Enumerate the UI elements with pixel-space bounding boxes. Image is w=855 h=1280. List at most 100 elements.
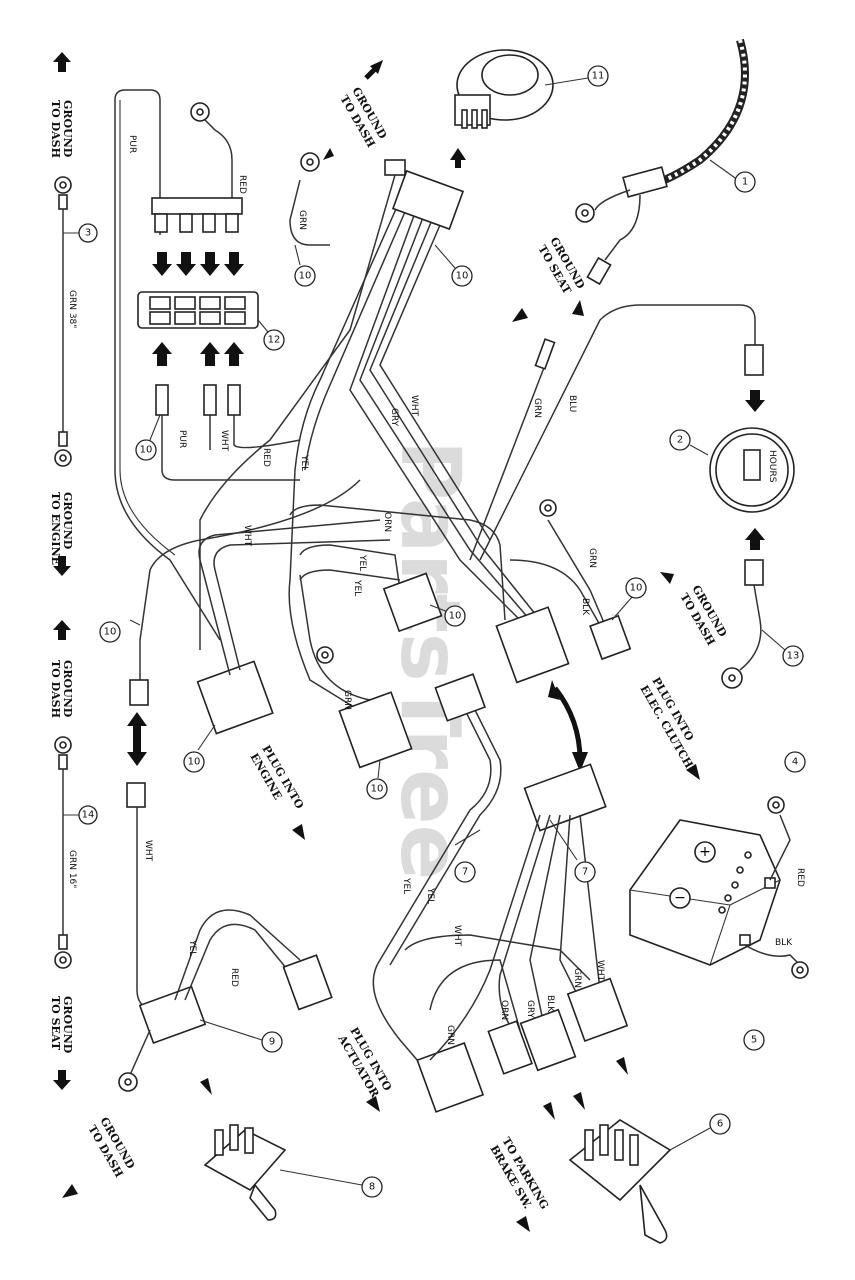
toggle-switch-6 bbox=[568, 1119, 711, 1244]
svg-text:10: 10 bbox=[449, 611, 462, 622]
arrow-up-icon bbox=[53, 52, 71, 72]
label-plug-engine: PLUG INTO ENGINE bbox=[247, 743, 306, 840]
arrow-up-icon bbox=[53, 620, 71, 640]
svg-text:13: 13 bbox=[787, 651, 800, 662]
svg-text:GROUND: GROUND bbox=[61, 492, 74, 550]
watermark: PartsTree bbox=[382, 440, 477, 880]
callout-10-e: 10 bbox=[429, 604, 466, 627]
svg-text:YEL: YEL bbox=[352, 579, 362, 596]
main-harness bbox=[114, 89, 764, 1113]
svg-text:WHT: WHT bbox=[595, 960, 605, 982]
callout-10-d: 10 bbox=[99, 619, 141, 643]
callout-11: 11 bbox=[544, 65, 609, 87]
svg-text:BLK: BLK bbox=[545, 995, 555, 1013]
label-plug-actuator: PLUG INTO ACTUATOR bbox=[335, 1025, 394, 1112]
svg-text:10: 10 bbox=[630, 583, 643, 594]
svg-text:TO SEAT: TO SEAT bbox=[49, 996, 62, 1051]
svg-text:3: 3 bbox=[85, 228, 91, 239]
svg-text:HOURS: HOURS bbox=[767, 450, 777, 483]
callout-2: 2 bbox=[669, 429, 691, 451]
wire-labels: PUR RED GRN PUR WHT RED YEL WHT GRY WHT … bbox=[127, 135, 805, 1045]
svg-text:8: 8 bbox=[369, 1182, 375, 1193]
svg-text:7: 7 bbox=[582, 867, 588, 878]
svg-text:12: 12 bbox=[268, 335, 281, 346]
svg-text:WHT: WHT bbox=[219, 430, 229, 452]
svg-text:RED: RED bbox=[261, 448, 271, 467]
svg-text:WHT: WHT bbox=[143, 840, 153, 862]
svg-text:RED: RED bbox=[795, 868, 805, 887]
callout-10-a: 10 bbox=[294, 244, 316, 287]
svg-text:GRY: GRY bbox=[389, 408, 399, 427]
svg-text:GRN: GRN bbox=[297, 210, 307, 230]
left-ground-to-seat: GROUND TO SEAT bbox=[49, 996, 74, 1090]
svg-text:GRN: GRN bbox=[532, 398, 542, 418]
svg-text:ORN: ORN bbox=[382, 512, 392, 532]
svg-text:YEL: YEL bbox=[187, 939, 197, 956]
svg-text:10: 10 bbox=[456, 271, 469, 282]
callout-14: 14 bbox=[78, 805, 98, 825]
svg-text:10: 10 bbox=[188, 757, 201, 768]
svg-text:RED: RED bbox=[229, 968, 239, 987]
callout-10-g: 10 bbox=[366, 759, 388, 800]
svg-text:PUR: PUR bbox=[127, 135, 137, 153]
svg-text:11: 11 bbox=[592, 71, 605, 82]
svg-text:GRN: GRN bbox=[342, 690, 352, 710]
callout-7a: 7 bbox=[454, 829, 481, 883]
callout-8: 8 bbox=[361, 1176, 383, 1198]
svg-text:PUR: PUR bbox=[177, 430, 187, 448]
svg-text:WHT: WHT bbox=[452, 925, 462, 947]
callout-10-f: 10 bbox=[183, 724, 216, 773]
svg-text:TO DASH: TO DASH bbox=[49, 100, 62, 158]
arrow-down-icon bbox=[53, 556, 71, 576]
rocker-switch-8 bbox=[203, 1124, 363, 1221]
svg-text:5: 5 bbox=[751, 1035, 757, 1046]
svg-text:GROUND: GROUND bbox=[61, 996, 74, 1054]
svg-text:1: 1 bbox=[742, 177, 748, 188]
callout-6: 6 bbox=[709, 1113, 731, 1135]
svg-text:GROUND: GROUND bbox=[61, 100, 74, 158]
battery: + − bbox=[629, 796, 809, 979]
svg-text:4: 4 bbox=[792, 757, 798, 768]
svg-text:BLU: BLU bbox=[567, 395, 577, 412]
callout-5: 5 bbox=[743, 1029, 765, 1051]
svg-text:RED: RED bbox=[237, 175, 247, 194]
svg-text:TO DASH: TO DASH bbox=[49, 660, 62, 718]
callout-1: 1 bbox=[734, 171, 756, 193]
svg-text:−: − bbox=[674, 890, 686, 906]
arrow-down-icon bbox=[53, 1070, 71, 1090]
svg-text:GRN 16": GRN 16" bbox=[67, 850, 77, 888]
svg-text:WHT: WHT bbox=[409, 395, 419, 417]
svg-text:GRN 38": GRN 38" bbox=[67, 290, 77, 328]
callout-3: 3 bbox=[78, 223, 98, 243]
svg-text:+: + bbox=[699, 844, 711, 860]
svg-text:GROUND: GROUND bbox=[61, 660, 74, 718]
svg-text:WHT: WHT bbox=[242, 525, 252, 547]
svg-text:GRN: GRN bbox=[572, 968, 582, 988]
ground-cable-14: GRN 16" bbox=[54, 736, 80, 969]
callout-7b: 7 bbox=[549, 819, 596, 883]
label-plug-clutch: PLUG INTO ELEC. CLUTCH bbox=[637, 675, 700, 780]
svg-text:ORN: ORN bbox=[499, 1000, 509, 1020]
svg-text:YEL: YEL bbox=[357, 554, 367, 571]
seat-switch-harness-1 bbox=[575, 38, 749, 286]
svg-text:2: 2 bbox=[677, 435, 683, 446]
svg-text:YEL: YEL bbox=[401, 877, 411, 894]
ignition-switch-11 bbox=[450, 49, 554, 168]
hour-meter-2: HOURS bbox=[689, 390, 795, 689]
label-parking-brake: TO PARKING BRAKE SW. bbox=[487, 1135, 551, 1232]
label-top-ground-to-dash: GROUND TO DASH bbox=[323, 60, 390, 160]
svg-text:TO ENGINE: TO ENGINE bbox=[49, 492, 62, 565]
svg-text:YEL: YEL bbox=[299, 454, 309, 471]
svg-text:GRY: GRY bbox=[525, 1000, 535, 1019]
svg-text:GRN: GRN bbox=[587, 548, 597, 568]
callout-4: 4 bbox=[784, 751, 806, 773]
svg-text:GRN: GRN bbox=[445, 1025, 455, 1045]
svg-text:BLK: BLK bbox=[775, 938, 793, 948]
callout-9: 9 bbox=[199, 1019, 283, 1053]
svg-text:14: 14 bbox=[82, 810, 95, 821]
svg-text:BLK: BLK bbox=[580, 598, 590, 616]
label-ground-to-seat: GROUND TO SEAT bbox=[512, 235, 588, 322]
svg-text:10: 10 bbox=[299, 271, 312, 282]
svg-text:7: 7 bbox=[462, 867, 468, 878]
